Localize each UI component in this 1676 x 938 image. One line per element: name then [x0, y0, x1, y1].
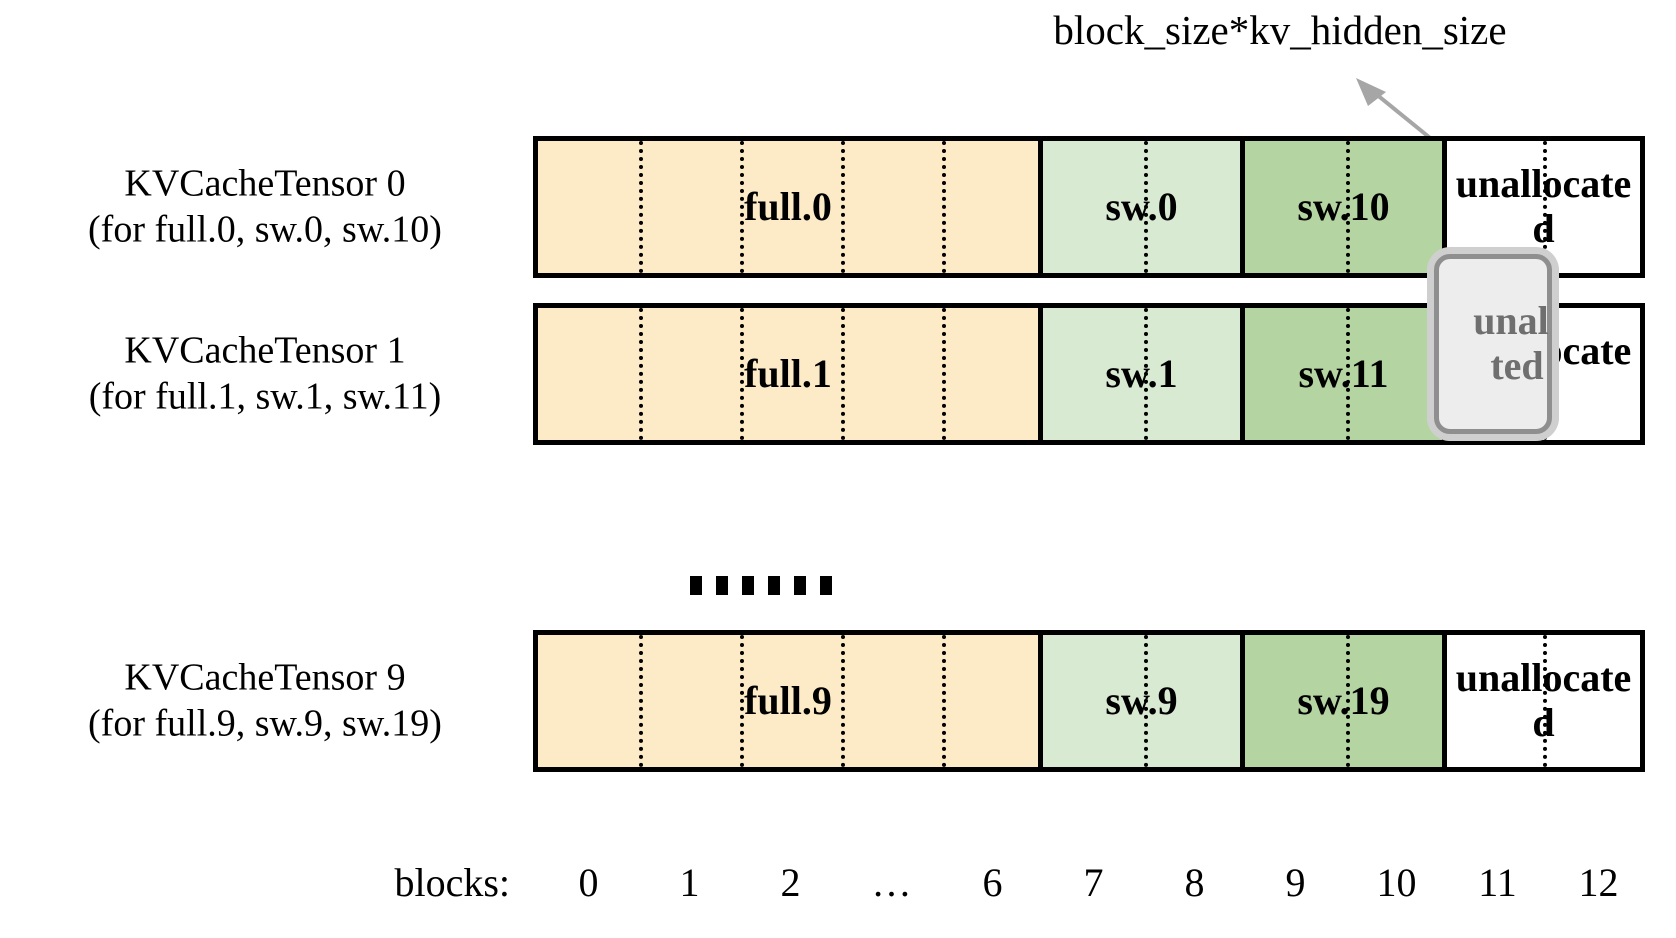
blocks-axis-tick-10: 12	[1578, 860, 1619, 905]
segment-full-row0-label: full.0	[744, 183, 832, 229]
tensor-row-9-label-line2: (for full.9, sw.9, sw.19)	[88, 703, 442, 745]
segment-unallocated-row9[interactable]: unallocated	[1447, 635, 1640, 767]
tensor-row-0-label: KVCacheTensor 0 (for full.0, sw.0, sw.10…	[20, 161, 510, 254]
tensor-row-0-label-line1: KVCacheTensor 0	[124, 162, 406, 205]
ellipsis-dot	[716, 576, 728, 595]
highlighted-block-11-line2: ted	[1490, 343, 1544, 388]
segment-sw-row1-label: sw.1	[1105, 350, 1178, 396]
ellipsis-dot	[768, 576, 780, 595]
ellipsis-dot	[820, 576, 832, 595]
blocks-axis-tick-0: 0	[578, 860, 599, 905]
blocks-axis: blocks: 0 1 2 … 6 7 8 9 10 11 12	[0, 853, 1676, 913]
segment-sw1-row0[interactable]: sw.10	[1245, 141, 1447, 273]
highlighted-block-11[interactable]: unal ted	[1434, 254, 1552, 434]
segment-sw-row0[interactable]: sw.0	[1043, 141, 1245, 273]
segment-sw-row1[interactable]: sw.1	[1043, 308, 1245, 440]
tensor-row-9-label: KVCacheTensor 9 (for full.9, sw.9, sw.19…	[20, 655, 510, 748]
highlighted-block-11-line1: unal	[1473, 298, 1549, 344]
blocks-axis-tick-2: 2	[780, 860, 801, 905]
tensor-row-9-label-line1: KVCacheTensor 9	[124, 656, 406, 699]
segment-sw1-row1-label: sw.11	[1298, 350, 1389, 396]
segment-sw1-row9-label: sw.19	[1297, 677, 1390, 723]
segment-full-row0[interactable]: full.0	[538, 141, 1043, 273]
segment-full-row9-label: full.9	[744, 677, 832, 723]
segment-sw-row0-label: sw.0	[1105, 183, 1178, 229]
segment-sw1-row0-label: sw.10	[1297, 183, 1390, 229]
blocks-axis-caption: blocks:	[394, 860, 510, 905]
segment-sw1-row9[interactable]: sw.19	[1245, 635, 1447, 767]
tensor-row-1: KVCacheTensor 1 (for full.1, sw.1, sw.11…	[0, 303, 1676, 445]
blocks-axis-tick-3: …	[871, 860, 912, 905]
blocks-axis-tick-9: 11	[1478, 860, 1517, 905]
tensor-row-0-label-line2: (for full.0, sw.0, sw.10)	[88, 209, 442, 251]
segment-sw-row9-label: sw.9	[1105, 677, 1178, 723]
tensor-row-1-label: KVCacheTensor 1 (for full.1, sw.1, sw.11…	[20, 328, 510, 421]
rows-ellipsis	[690, 576, 832, 595]
highlighted-block-11-label: unal ted	[1473, 298, 1549, 389]
segment-sw1-row1[interactable]: sw.11	[1245, 308, 1447, 440]
blocks-axis-tick-6: 8	[1184, 860, 1205, 905]
callout-label: block_size*kv_hidden_size	[1053, 7, 1507, 53]
segment-unallocated-row0-label: unallocated	[1455, 161, 1632, 251]
tensor-row-1-label-line1: KVCacheTensor 1	[124, 329, 406, 372]
tensor-row-1-label-line2: (for full.1, sw.1, sw.11)	[88, 376, 442, 418]
segment-full-row9[interactable]: full.9	[538, 635, 1043, 767]
segment-unallocated-row9-label: unallocated	[1455, 655, 1632, 745]
blocks-axis-tick-4: 6	[982, 860, 1003, 905]
ellipsis-dot	[690, 576, 702, 595]
blocks-axis-tick-8: 10	[1376, 860, 1417, 905]
tensor-row-0: KVCacheTensor 0 (for full.0, sw.0, sw.10…	[0, 136, 1676, 434]
blocks-axis-tick-7: 9	[1285, 860, 1306, 905]
segment-sw-row9[interactable]: sw.9	[1043, 635, 1245, 767]
ellipsis-dot	[742, 576, 754, 595]
blocks-axis-tick-1: 1	[679, 860, 700, 905]
segment-full-row1[interactable]: full.1	[538, 308, 1043, 440]
ellipsis-dot	[794, 576, 806, 595]
tensor-row-9-bar: full.9 sw.9 sw.19 unallocated	[533, 630, 1645, 772]
tensor-row-9: KVCacheTensor 9 (for full.9, sw.9, sw.19…	[0, 630, 1676, 772]
blocks-axis-tick-5: 7	[1083, 860, 1104, 905]
segment-full-row1-label: full.1	[744, 350, 832, 396]
